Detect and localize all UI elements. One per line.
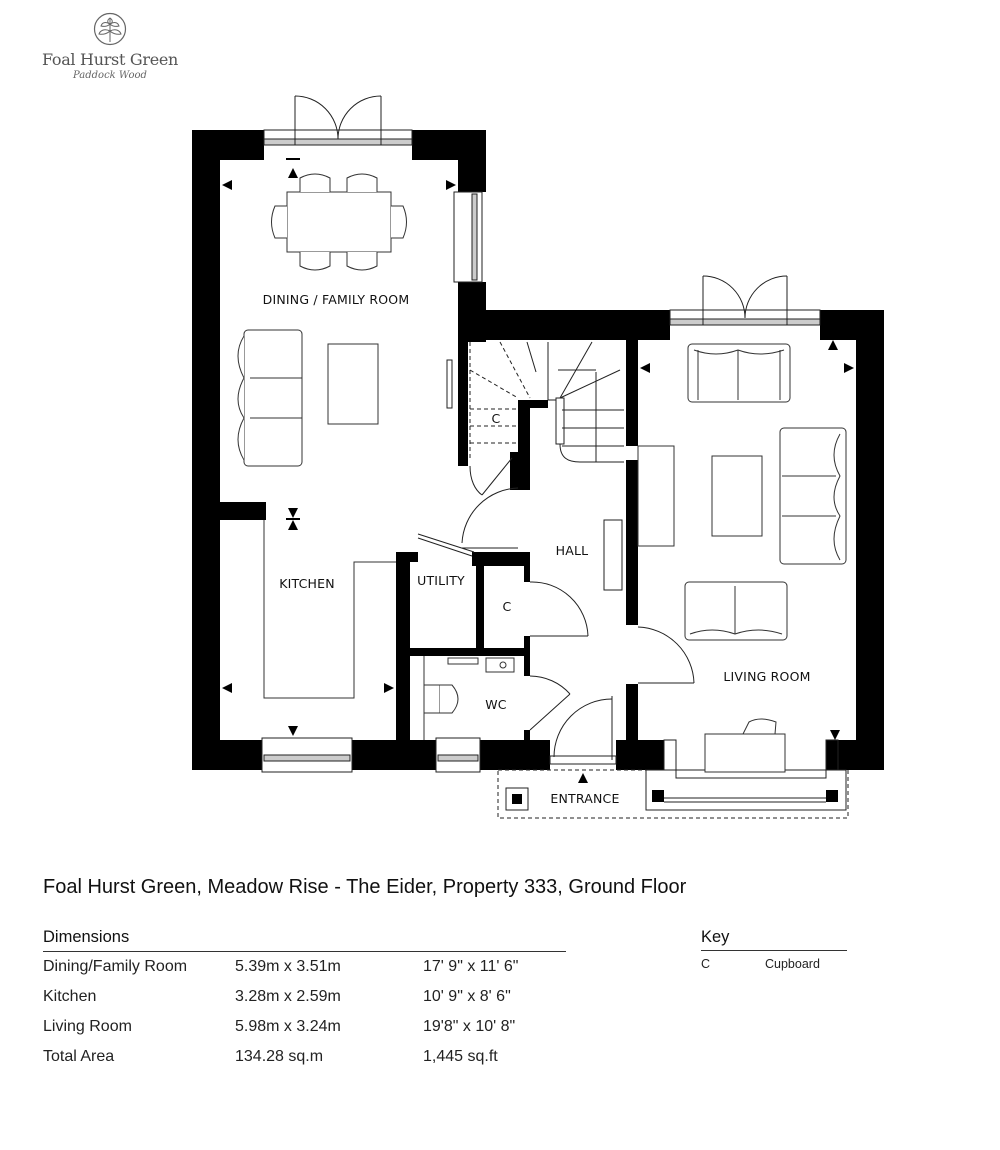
stairs <box>469 341 624 463</box>
floor-plan: DINING / FAMILY ROOM KITCHEN UTILITY HAL… <box>192 95 884 819</box>
leaf-circle-icon <box>93 12 127 46</box>
label-wc: WC <box>485 697 507 712</box>
brand-name: Foal Hurst Green <box>41 50 179 69</box>
key-meaning: Cupboard <box>765 957 820 971</box>
room-metric: 5.39m x 3.51m <box>235 958 341 975</box>
brand-location: Paddock Wood <box>73 70 147 81</box>
dimensions-row: Dining/Family Room 5.39m x 3.51m 17' 9" … <box>43 952 566 982</box>
key-item: C Cupboard <box>701 957 847 971</box>
room-name: Kitchen <box>43 988 97 1005</box>
key-legend: Key C Cupboard <box>701 928 847 971</box>
key-code: C <box>701 957 711 971</box>
dimensions-row: Total Area 134.28 sq.m 1,445 sq.ft <box>43 1042 566 1072</box>
dimensions-row: Living Room 5.98m x 3.24m 19'8" x 10' 8" <box>43 1012 566 1042</box>
room-imperial: 17' 9" x 11' 6" <box>423 958 519 975</box>
label-hall-cupboard: C <box>503 599 512 614</box>
key-heading: Key <box>701 928 847 951</box>
label-kitchen: KITCHEN <box>279 576 335 591</box>
room-name: Dining/Family Room <box>43 958 188 975</box>
room-imperial: 1,445 sq.ft <box>423 1048 498 1065</box>
label-utility: UTILITY <box>417 573 465 588</box>
label-hall: HALL <box>556 543 589 558</box>
dimensions-table: Dimensions Dining/Family Room 5.39m x 3.… <box>43 928 566 1072</box>
room-metric: 5.98m x 3.24m <box>235 1018 341 1035</box>
openings <box>261 95 849 819</box>
label-living: LIVING ROOM <box>723 669 810 684</box>
furniture <box>237 173 847 773</box>
walls <box>192 130 884 802</box>
porch-light-icon <box>512 794 522 804</box>
room-name: Total Area <box>43 1048 115 1065</box>
room-name: Living Room <box>43 1018 132 1035</box>
label-stair-cupboard: C <box>492 411 501 426</box>
arrow-markers <box>222 158 854 783</box>
room-labels: DINING / FAMILY ROOM KITCHEN UTILITY HAL… <box>263 292 811 806</box>
plan-title: Foal Hurst Green, Meadow Rise - The Eide… <box>43 876 687 898</box>
room-imperial: 19'8" x 10' 8" <box>423 1018 516 1035</box>
room-imperial: 10' 9" x 8' 6" <box>423 988 511 1005</box>
label-entrance: ENTRANCE <box>550 791 619 806</box>
brand-logo: Foal Hurst Green Paddock Wood <box>40 12 180 81</box>
label-dining: DINING / FAMILY ROOM <box>263 292 410 307</box>
dimensions-heading: Dimensions <box>43 928 566 952</box>
room-metric: 134.28 sq.m <box>235 1048 324 1065</box>
room-metric: 3.28m x 2.59m <box>235 988 341 1005</box>
dimensions-row: Kitchen 3.28m x 2.59m 10' 9" x 8' 6" <box>43 982 566 1012</box>
